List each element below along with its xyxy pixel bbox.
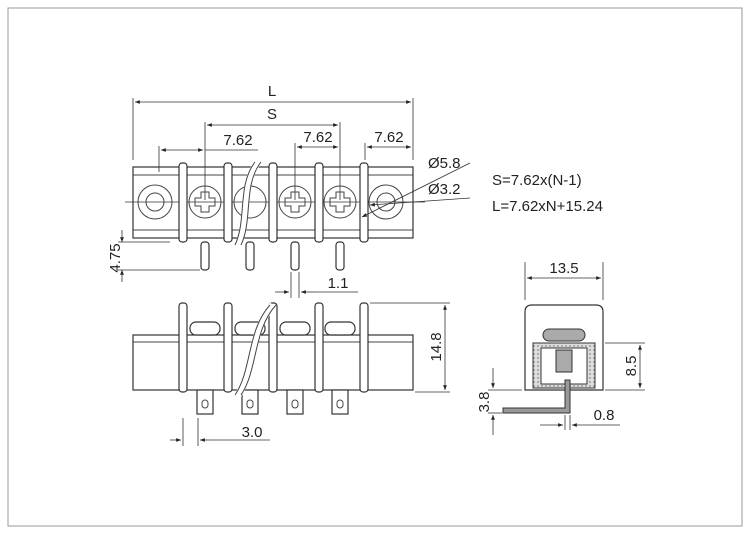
front-barriers [178, 302, 369, 393]
tab-width-label: 3.0 [242, 424, 263, 441]
pin-width-label: 1.1 [328, 275, 349, 292]
top-view: L S 7.62 7.62 7.62 Ø5.8 Ø3.2 4.75 1.1 [107, 83, 471, 298]
pin-offset-label: 3.8 [476, 392, 493, 413]
formula-l: L=7.62xN+15.24 [492, 198, 603, 215]
dim-L-label: L [268, 83, 276, 100]
side-view: 13.5 8.5 3.8 0.8 [476, 260, 645, 435]
pitch-right-label: 7.62 [374, 129, 403, 146]
frame [7, 7, 743, 527]
hole-outer-label: Ø5.8 [428, 155, 461, 172]
pitch-mid-label: 7.62 [303, 129, 332, 146]
front-view: 14.8 3.0 [132, 302, 450, 446]
formula-s: S=7.62x(N-1) [492, 172, 582, 189]
tabs [196, 389, 349, 415]
barriers [178, 162, 369, 243]
dim-S-label: S [267, 106, 277, 123]
pin-height-label: 4.75 [107, 243, 124, 272]
pin-thickness-label: 0.8 [594, 407, 615, 424]
front-height-label: 14.8 [428, 332, 445, 361]
pins [200, 241, 345, 271]
hole-inner-label: Ø3.2 [428, 181, 461, 198]
pitch-left-label: 7.62 [223, 132, 252, 149]
side-height-label: 8.5 [623, 356, 640, 377]
side-width-label: 13.5 [549, 260, 578, 277]
